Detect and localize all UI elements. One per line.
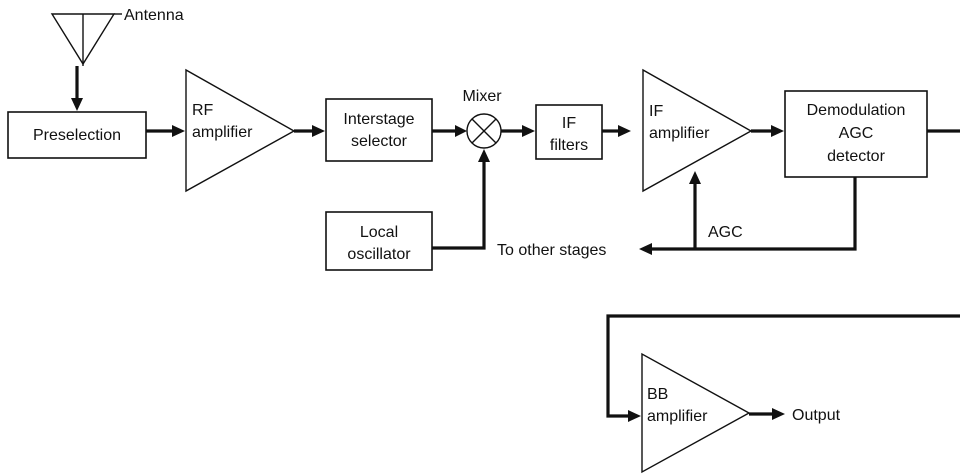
arrowhead-icon: [312, 125, 325, 137]
arrowhead-icon: [771, 125, 784, 137]
preselection-label: Preselection: [33, 127, 121, 144]
demodulation-agc-detector-block: Demodulation AGC detector: [784, 90, 928, 178]
mixer-label: Mixer: [462, 88, 502, 105]
arrowhead-icon: [71, 98, 83, 111]
arrowhead-icon: [478, 149, 490, 162]
mixer-block: Mixer: [462, 88, 502, 149]
to-other-stages-label: To other stages: [497, 242, 606, 259]
rf-amplifier-block: RF amplifier: [185, 68, 296, 193]
if-amplifier-block: IF amplifier: [642, 68, 753, 193]
if-filters-label-line2: filters: [550, 137, 588, 154]
if-filters-label-line1: IF: [562, 115, 576, 132]
if-amplifier-label-line2: amplifier: [649, 125, 710, 142]
rf-amplifier-label-line2: amplifier: [192, 124, 253, 141]
antenna: Antenna: [50, 7, 184, 66]
local-oscillator-label-line1: Local: [360, 224, 398, 241]
agc-feedback-line: [652, 177, 857, 251]
bb-amplifier-block: BB amplifier: [641, 352, 751, 474]
interstage-selector-label-line1: Interstage: [343, 111, 414, 128]
if-filters-block: IF filters: [535, 104, 603, 160]
interstage-selector-block: Interstage selector: [325, 98, 433, 162]
bb-amplifier-label-line1: BB: [647, 386, 668, 403]
demod-label-line3: detector: [827, 148, 885, 165]
amplifier-triangle-icon: [185, 68, 296, 193]
arrowhead-icon: [522, 125, 535, 137]
arrowhead-icon: [172, 125, 185, 137]
arrowhead-icon: [455, 125, 467, 137]
output-label: Output: [792, 407, 841, 424]
if-amplifier-label-line1: IF: [649, 103, 663, 120]
arrowhead-icon: [772, 408, 785, 420]
local-oscillator-block: Local oscillator: [325, 211, 433, 271]
amplifier-triangle-icon: [641, 352, 751, 474]
arrowhead-icon: [618, 125, 631, 137]
baseband-input-line: [606, 314, 960, 418]
arrowhead-icon: [628, 410, 641, 422]
antenna-label: Antenna: [124, 7, 184, 24]
local-oscillator-line: [432, 162, 486, 250]
preselection-block: Preselection: [7, 111, 147, 159]
rf-amplifier-label-line1: RF: [192, 102, 214, 119]
demod-label-line2: AGC: [839, 125, 874, 142]
amplifier-triangle-icon: [642, 68, 753, 193]
local-oscillator-label-line2: oscillator: [347, 246, 411, 263]
demod-label-line1: Demodulation: [807, 102, 906, 119]
interstage-selector-label-line2: selector: [351, 133, 408, 150]
agc-label: AGC: [708, 224, 743, 241]
bb-amplifier-label-line2: amplifier: [647, 408, 708, 425]
arrowhead-icon: [639, 243, 652, 255]
arrowhead-icon: [689, 171, 701, 184]
